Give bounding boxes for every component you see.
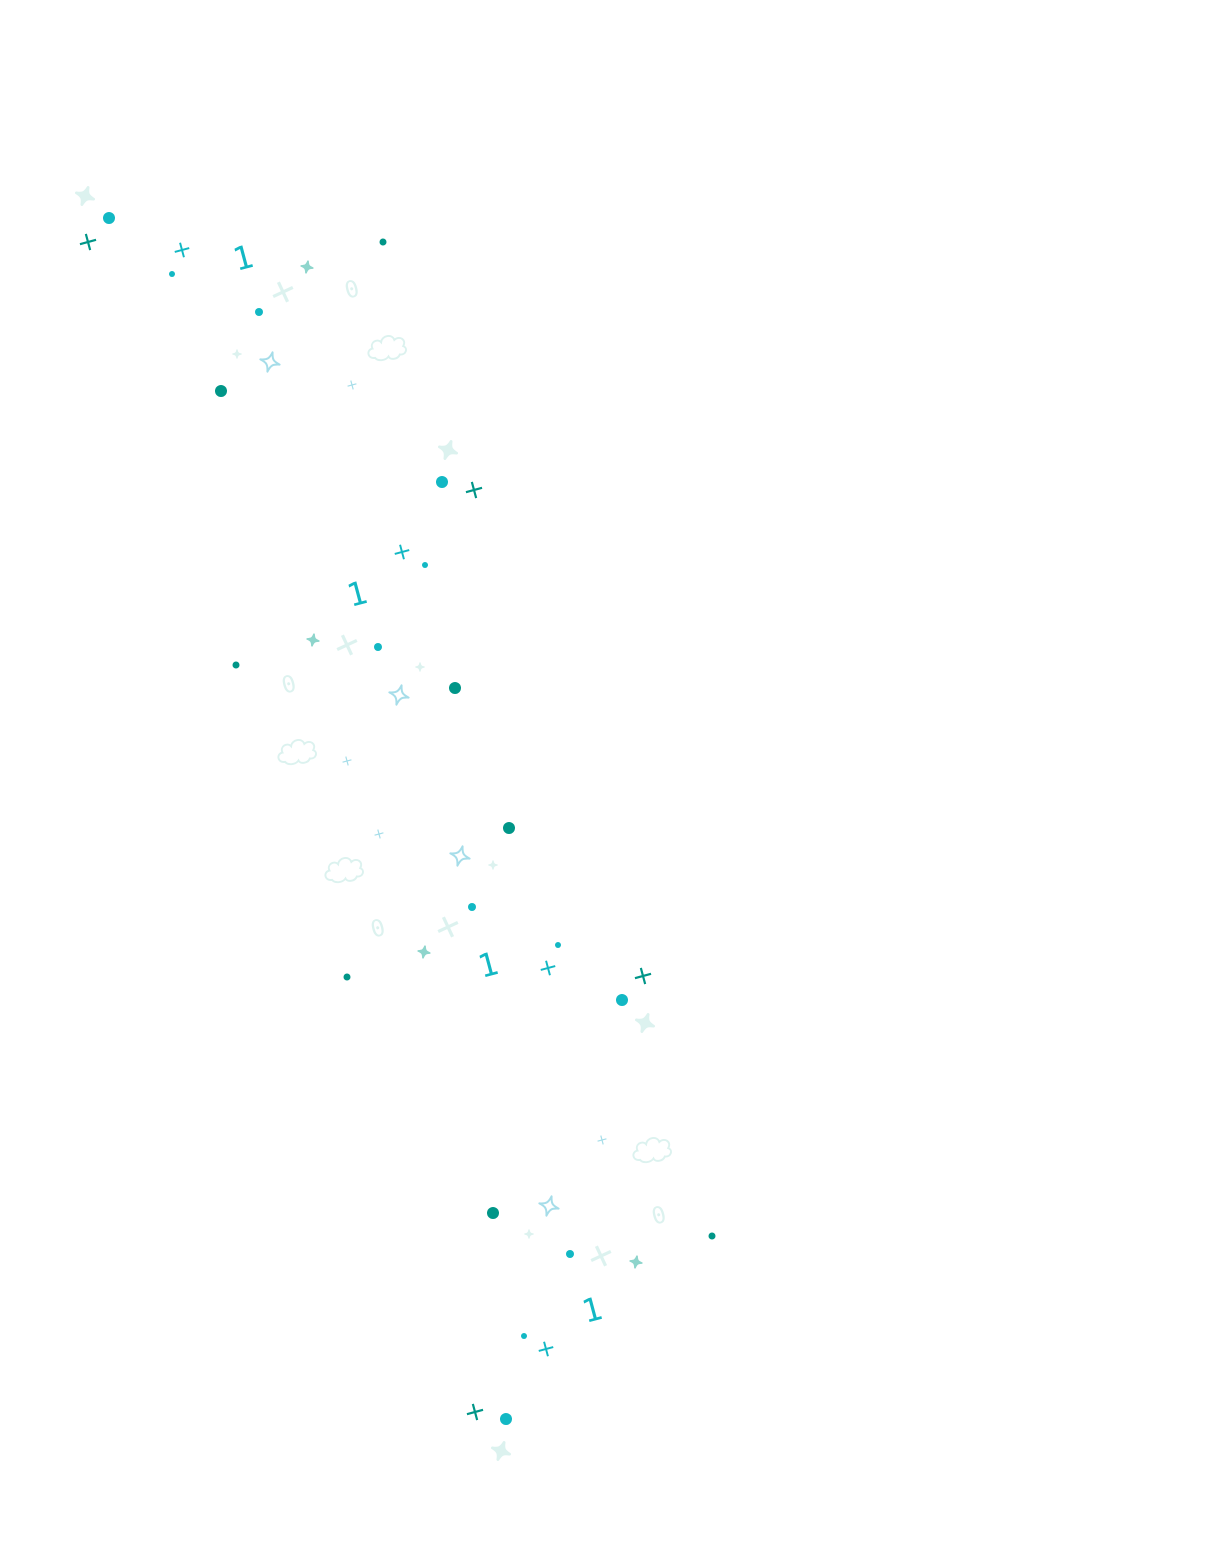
sparkle-icon	[635, 1013, 655, 1033]
dot-icon	[379, 238, 387, 246]
dot-icon	[343, 973, 351, 981]
plus-icon	[374, 829, 384, 839]
sparkle-icon	[306, 633, 320, 647]
dot-icon	[500, 1413, 512, 1425]
sparkle-outline-icon	[538, 1195, 560, 1217]
plus-icon	[336, 634, 358, 656]
plus-icon	[590, 1245, 612, 1267]
plus-icon	[465, 481, 483, 499]
dot-icon	[487, 1207, 499, 1219]
dot-icon	[215, 385, 227, 397]
sparkle-outline-icon	[449, 845, 471, 867]
sparkle-icon	[438, 440, 458, 460]
cloud-icon	[277, 739, 317, 766]
sparkle-icon	[300, 260, 314, 274]
dot-icon	[255, 308, 263, 316]
digit-zero-glyph: 0	[278, 668, 300, 700]
sparkle-icon	[232, 349, 242, 359]
sparkle-icon	[524, 1229, 534, 1239]
plus-icon	[597, 1135, 607, 1145]
dot-icon	[566, 1250, 574, 1258]
digit-one-glyph: 1	[342, 573, 372, 615]
plus-icon	[540, 960, 556, 976]
dot-icon	[555, 942, 561, 948]
digit-zero-glyph: 0	[367, 912, 389, 944]
dot-icon	[103, 212, 115, 224]
sparkle-icon	[415, 662, 425, 672]
digit-one-glyph: 1	[228, 237, 258, 279]
plus-icon	[79, 233, 97, 251]
digit-one-glyph: 1	[473, 944, 503, 986]
cloud-icon	[632, 1137, 672, 1164]
sparkle-icon	[629, 1255, 643, 1269]
digit-zero-glyph: 0	[341, 273, 363, 305]
plus-icon	[272, 281, 294, 303]
dot-icon	[232, 661, 240, 669]
dot-icon	[436, 476, 448, 488]
sparkle-icon	[75, 186, 95, 206]
plus-icon	[466, 1403, 484, 1421]
dot-icon	[169, 271, 175, 277]
dot-icon	[468, 903, 476, 911]
sparkle-icon	[488, 860, 498, 870]
dot-icon	[374, 643, 382, 651]
cloud-icon	[324, 857, 364, 884]
dot-icon	[449, 682, 461, 694]
sparkle-icon	[417, 945, 431, 959]
plus-icon	[538, 1341, 554, 1357]
plus-icon	[342, 756, 352, 766]
dot-icon	[616, 994, 628, 1006]
plus-icon	[174, 242, 190, 258]
digit-one-glyph: 1	[577, 1289, 607, 1331]
sparkle-outline-icon	[388, 684, 410, 706]
plus-icon	[394, 544, 410, 560]
plus-icon	[437, 916, 459, 938]
digit-zero-glyph: 0	[648, 1199, 670, 1231]
dot-icon	[708, 1232, 716, 1240]
dot-icon	[521, 1333, 527, 1339]
plus-icon	[347, 380, 357, 390]
dot-icon	[503, 822, 515, 834]
plus-icon	[634, 967, 652, 985]
cloud-icon	[367, 335, 407, 362]
dot-icon	[422, 562, 428, 568]
sparkle-icon	[491, 1441, 511, 1461]
sparkle-outline-icon	[259, 351, 281, 373]
